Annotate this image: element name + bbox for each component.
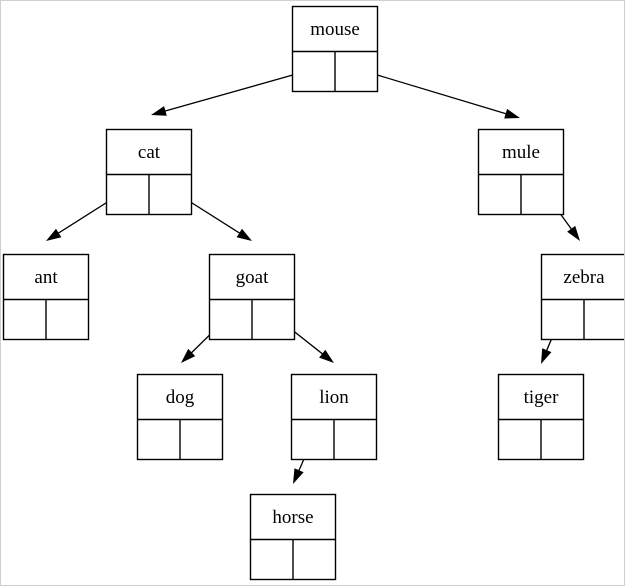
node-left-pointer-cell[interactable] [292, 420, 335, 460]
node-right-pointer-cell[interactable] [334, 420, 377, 460]
node-border [540, 253, 624, 341]
node-label-cat: cat [138, 142, 161, 163]
tree-node-ant[interactable]: ant [2, 253, 90, 341]
node-left-pointer-cell[interactable] [479, 175, 522, 215]
node-left-pointer-cell[interactable] [107, 175, 150, 215]
tree-node-cat[interactable]: cat [105, 128, 193, 216]
tree-node-lion[interactable]: lion [290, 373, 378, 461]
node-label-dog: dog [166, 387, 195, 408]
node-right-pointer-cell[interactable] [335, 52, 378, 92]
node-label-zebra: zebra [563, 267, 605, 288]
node-label-ant: ant [34, 267, 58, 288]
nodes-layer: mouse cat mule ant goat zebra dog lion tiger hors… [2, 5, 625, 581]
node-right-pointer-cell[interactable] [180, 420, 223, 460]
node-left-pointer-cell[interactable] [138, 420, 181, 460]
arrowhead-icon [181, 348, 196, 363]
node-left-pointer-cell[interactable] [542, 300, 585, 340]
node-left-pointer-cell[interactable] [210, 300, 253, 340]
node-label-mouse: mouse [310, 19, 360, 40]
arrowhead-icon [293, 468, 304, 484]
tree-node-dog[interactable]: dog [136, 373, 224, 461]
node-left-pointer-cell[interactable] [499, 420, 542, 460]
node-left-pointer-cell[interactable] [251, 540, 294, 580]
node-label-goat: goat [236, 267, 269, 288]
node-right-pointer-cell[interactable] [541, 420, 584, 460]
arrowhead-icon [46, 228, 62, 241]
node-label-lion: lion [319, 387, 349, 408]
arrowhead-icon [319, 349, 334, 363]
node-label-mule: mule [502, 142, 540, 163]
tree-node-zebra[interactable]: zebra [540, 253, 625, 341]
arrowhead-icon [236, 228, 252, 241]
node-left-pointer-cell[interactable] [4, 300, 47, 340]
edge-mouse-to-cat [151, 68, 315, 116]
node-right-pointer-cell[interactable] [252, 300, 295, 340]
arrowhead-icon [541, 348, 552, 364]
tree-node-mule[interactable]: mule [477, 128, 565, 216]
arrowhead-icon [504, 108, 520, 119]
node-right-pointer-cell[interactable] [293, 540, 336, 580]
tree-node-mouse[interactable]: mouse [291, 5, 379, 93]
arrowhead-icon [567, 225, 580, 241]
edge-line [162, 68, 315, 113]
arrowhead-icon [151, 106, 167, 116]
node-right-pointer-cell[interactable] [46, 300, 89, 340]
node-left-pointer-cell[interactable] [293, 52, 336, 92]
tree-node-tiger[interactable]: tiger [497, 373, 585, 461]
tree-node-goat[interactable]: goat [208, 253, 296, 341]
node-right-pointer-cell[interactable] [149, 175, 192, 215]
node-right-pointer-cell[interactable] [521, 175, 564, 215]
node-label-tiger: tiger [524, 387, 559, 408]
node-right-pointer-cell[interactable] [584, 300, 625, 340]
node-label-horse: horse [272, 507, 313, 528]
edge-mouse-to-mule [353, 67, 520, 119]
edge-line [353, 67, 509, 116]
tree-node-horse[interactable]: horse [249, 493, 337, 581]
